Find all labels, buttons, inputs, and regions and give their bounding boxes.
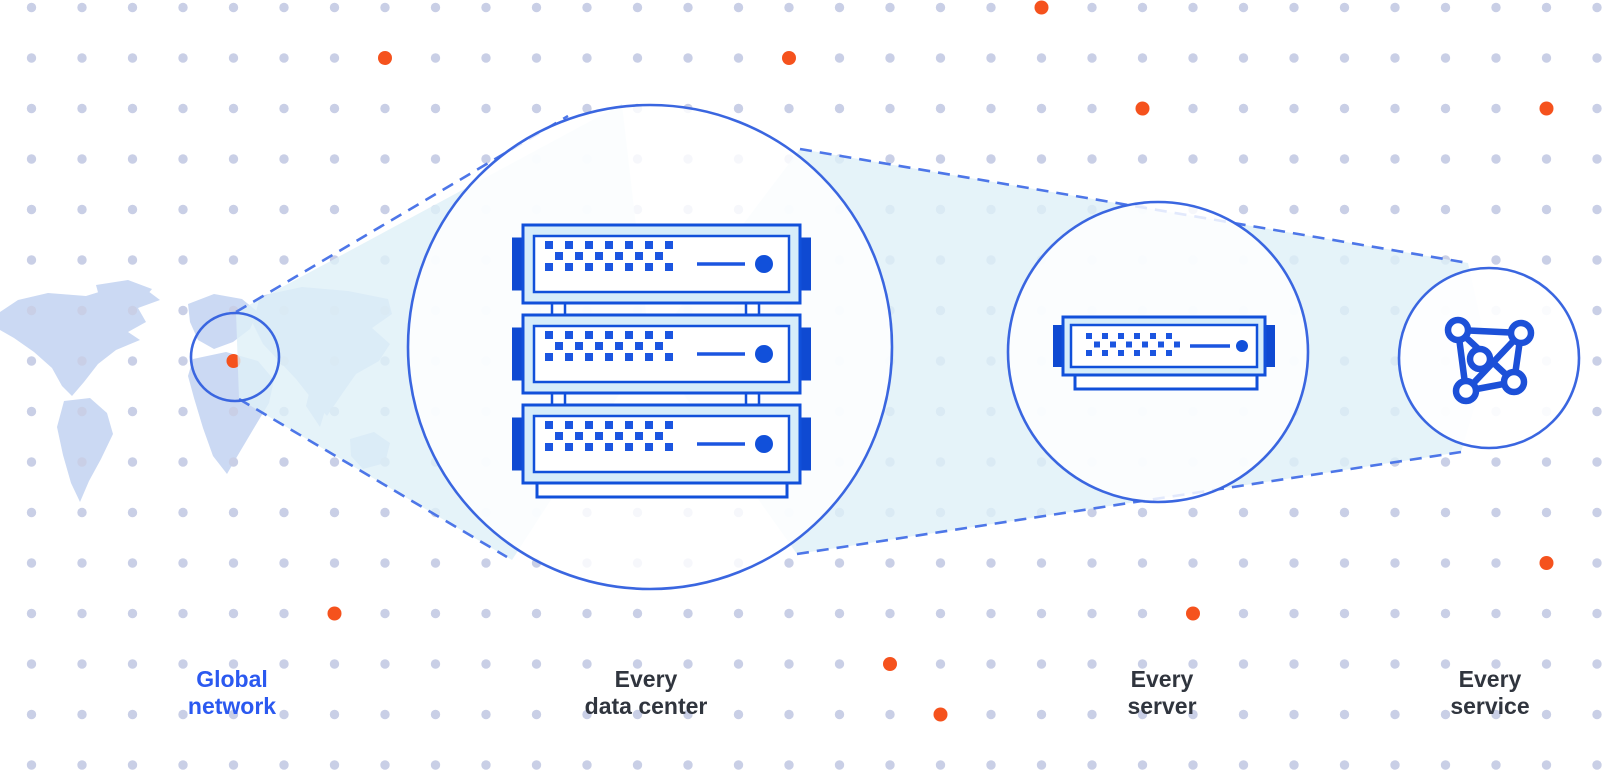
label-every-service: Every service [1450, 666, 1529, 720]
label-line: Every [614, 666, 678, 692]
label-line: network [187, 693, 277, 719]
label-line: data center [584, 693, 708, 719]
server-unit [512, 223, 811, 305]
label-line: service [1450, 693, 1530, 719]
server-unit [1053, 315, 1275, 377]
label-every-server: Every server [1127, 666, 1196, 720]
label-line: Global [196, 666, 268, 692]
service-mesh-icon [1444, 316, 1535, 405]
label-every-data-center: Every data center [585, 666, 708, 720]
label-global-network: Global network [188, 666, 276, 720]
label-line: Every [1458, 666, 1522, 692]
label-line: Every [1130, 666, 1194, 692]
server-unit [512, 403, 811, 485]
label-line: server [1127, 693, 1197, 719]
server-unit [512, 313, 811, 395]
global-network-circle [189, 311, 281, 403]
server-racks [512, 223, 1275, 499]
